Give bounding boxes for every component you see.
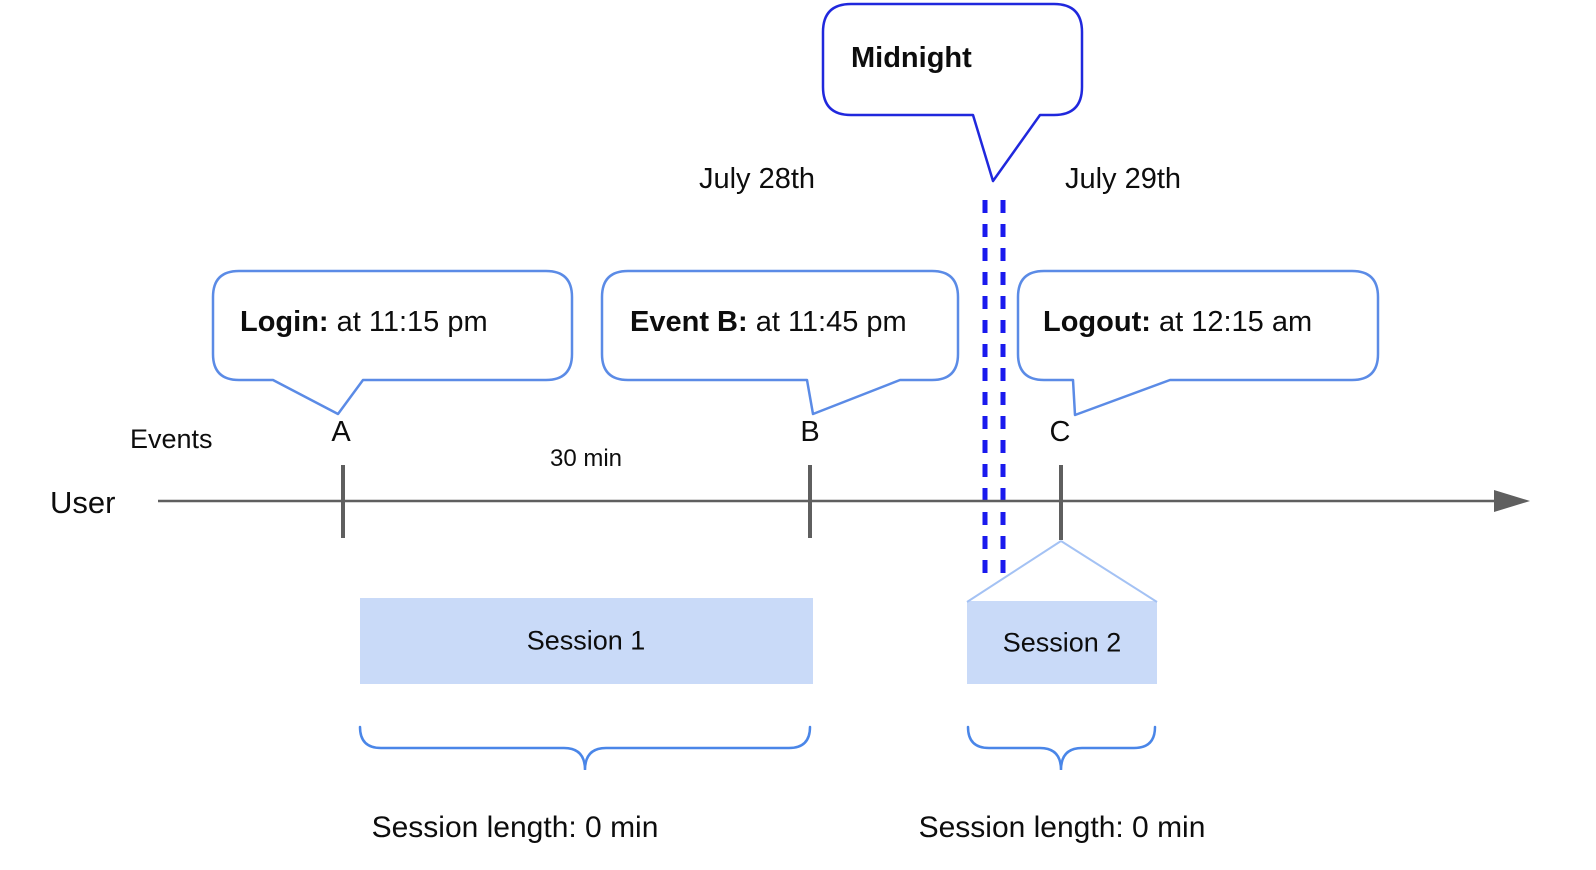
session-2-length-label: Session length: 0 min — [918, 811, 1206, 844]
timeline-arrowhead-icon — [1494, 490, 1530, 512]
logout-callout-text-rest: at 12:15 am — [1150, 306, 1313, 338]
session-1-label: Session 1 — [526, 625, 646, 656]
event-marker-b: B — [800, 416, 820, 448]
midnight-callout-bubble — [821, 2, 1084, 183]
event-b-callout-text: Event B: at 11:45 pm — [630, 306, 907, 339]
session-2-brace — [966, 725, 1157, 771]
login-callout-text-rest: at 11:15 pm — [328, 306, 488, 338]
logout-callout-text-bold: Logout: — [1043, 306, 1151, 338]
event-b-callout-bubble — [600, 269, 960, 416]
date-label-july-29: July 29th — [1064, 163, 1182, 195]
midnight-callout-text: Midnight — [851, 42, 972, 74]
event-marker-c: C — [1049, 416, 1071, 448]
login-callout-text-bold: Login: — [240, 306, 329, 338]
user-row-label: User — [50, 485, 116, 520]
event-marker-a: A — [331, 416, 351, 448]
session-2-bar — [967, 601, 1157, 684]
session-2-connector-left — [966, 540, 1062, 603]
event-b-callout-text-rest: at 11:45 pm — [747, 306, 907, 338]
session-2-label: Session 2 — [1002, 627, 1122, 658]
login-callout-text: Login: at 11:15 pm — [240, 306, 488, 339]
session-1-brace — [358, 725, 812, 771]
logout-callout-bubble — [1016, 269, 1380, 417]
session-2-connector-right — [1060, 540, 1158, 603]
interval-label-30min: 30 min — [549, 445, 623, 472]
event-b-callout-text-bold: Event B: — [630, 306, 748, 338]
session-1-bar — [360, 598, 813, 684]
logout-callout-text: Logout: at 12:15 am — [1043, 306, 1312, 339]
login-callout-bubble — [211, 269, 574, 416]
session-1-length-label: Session length: 0 min — [371, 811, 659, 844]
events-row-label: Events — [130, 424, 213, 454]
date-label-july-28: July 28th — [698, 163, 816, 195]
